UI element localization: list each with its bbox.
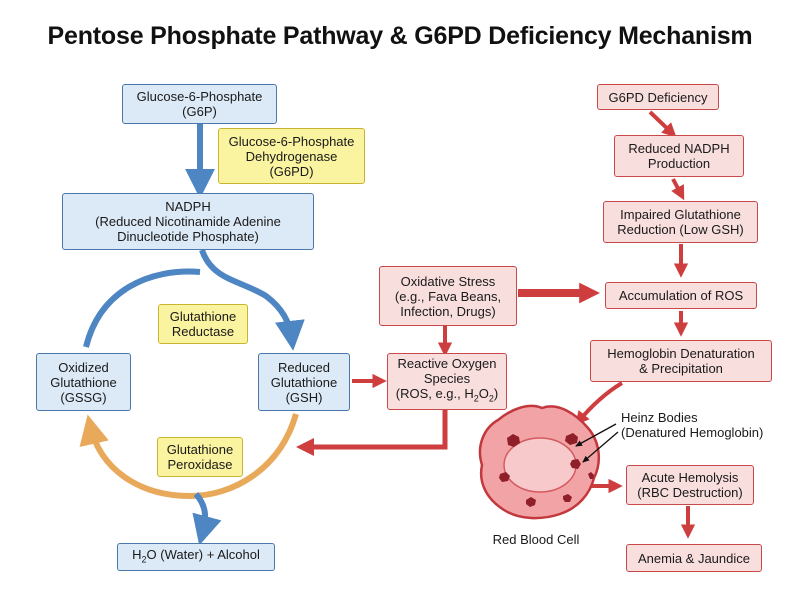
hemoglobin-denaturation-box: Hemoglobin Denaturation& Precipitation bbox=[590, 340, 772, 382]
water-alcohol-box: H2O (Water) + Alcohol bbox=[117, 543, 275, 571]
arrow-to-water bbox=[192, 492, 222, 546]
heinz-body bbox=[507, 434, 520, 447]
arc-gsh-to-gssg bbox=[79, 413, 299, 500]
acute-hemolysis-box: Acute Hemolysis(RBC Destruction) bbox=[626, 465, 754, 505]
red-blood-cell-label: Red Blood Cell bbox=[492, 532, 580, 547]
anemia-jaundice-box: Anemia & Jaundice bbox=[626, 544, 762, 572]
arrow-ros-to-gsh bbox=[296, 410, 448, 456]
oxidative-stress-box: Oxidative Stress(e.g., Fava Beans,Infect… bbox=[379, 266, 517, 326]
ros-box: Reactive Oxygen Species (ROS, e.g., H2O2… bbox=[387, 353, 507, 410]
arrow-nadph-to-gsh bbox=[199, 248, 305, 351]
arrow-nadph-to-impaired bbox=[671, 178, 685, 201]
heinz-body bbox=[526, 497, 536, 507]
heinz-body bbox=[563, 494, 572, 502]
arrow-deficiency-to-nadph bbox=[648, 110, 677, 138]
heinz-body bbox=[499, 472, 510, 482]
heinz-body bbox=[588, 472, 594, 479]
heinz-bodies-label: Heinz Bodies(Denatured Hemoglobin) bbox=[621, 410, 764, 440]
arrow-denaturation-to-cell bbox=[574, 381, 624, 426]
diagram-title: Pentose Phosphate Pathway & G6PD Deficie… bbox=[47, 22, 753, 50]
arc-gssg-to-gsh bbox=[83, 268, 201, 348]
red-blood-cell-illustration bbox=[478, 404, 619, 520]
accumulation-ros-box: Accumulation of ROS bbox=[605, 282, 757, 309]
heinz-body bbox=[565, 433, 578, 445]
heinz-body bbox=[570, 459, 581, 469]
heinz-pointer bbox=[582, 431, 619, 463]
g6p-box: Glucose-6-Phosphate(G6P) bbox=[122, 84, 277, 124]
heinz-pointer bbox=[575, 423, 617, 447]
g6pd-deficiency-box: G6PD Deficiency bbox=[597, 84, 719, 110]
